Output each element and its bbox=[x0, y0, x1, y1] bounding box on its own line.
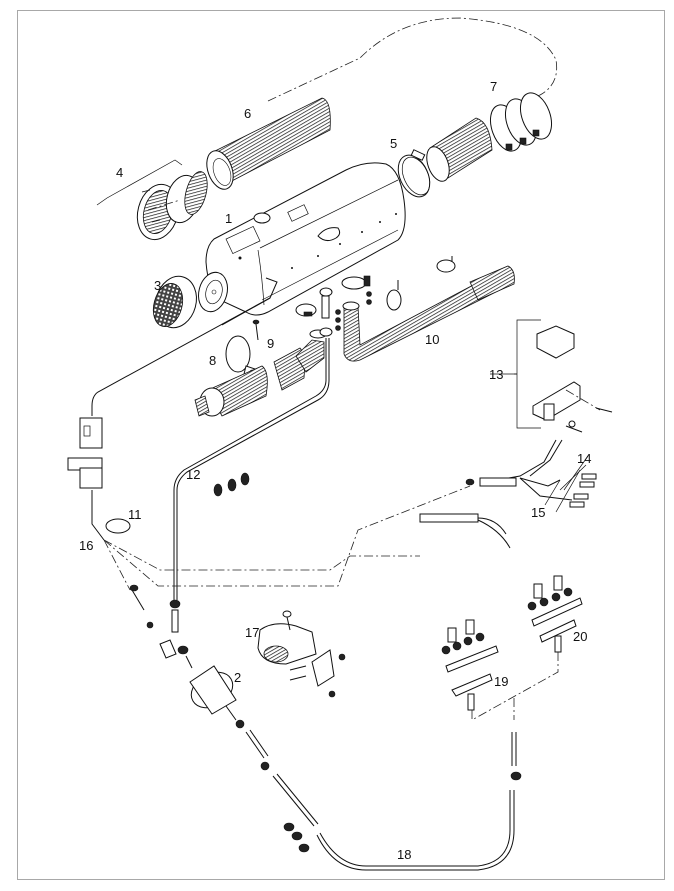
callout-5: 5 bbox=[390, 136, 397, 151]
pump-mounting-bracket-part[interactable] bbox=[257, 610, 346, 698]
heater-cable bbox=[91, 297, 271, 416]
clamps-and-nuts-part[interactable] bbox=[295, 256, 456, 337]
power-cable-part[interactable] bbox=[419, 513, 511, 549]
callout-17: 17 bbox=[245, 625, 259, 640]
wiring-harness-part[interactable] bbox=[91, 490, 105, 541]
callout-13: 13 bbox=[489, 367, 503, 382]
callout-leaders bbox=[490, 373, 587, 506]
duct-clamps-part[interactable] bbox=[485, 89, 558, 156]
callout-18: 18 bbox=[397, 847, 411, 862]
callout-4: 4 bbox=[116, 165, 123, 180]
fuel-line-part[interactable] bbox=[173, 338, 327, 600]
air-outlet-vent-part[interactable] bbox=[96, 159, 211, 244]
callout-7: 7 bbox=[490, 79, 497, 94]
t-connector-kit-b-part[interactable] bbox=[471, 575, 583, 721]
fuel-pump-part[interactable] bbox=[177, 645, 245, 729]
fuel-line-clips[interactable] bbox=[213, 472, 250, 497]
callout-2: 2 bbox=[234, 670, 241, 685]
t-connector-kit-a-part[interactable] bbox=[441, 619, 499, 720]
callout-19: 19 bbox=[494, 674, 508, 689]
callout-15: 15 bbox=[531, 505, 545, 520]
fuel-filter-part[interactable] bbox=[129, 584, 181, 659]
exhaust-pipe-part[interactable] bbox=[342, 265, 515, 362]
callout-11: 11 bbox=[128, 507, 142, 522]
callout-8: 8 bbox=[209, 353, 216, 368]
callout-16: 16 bbox=[79, 538, 93, 553]
diagram-frame bbox=[17, 10, 665, 880]
intake-grille-part[interactable] bbox=[149, 272, 202, 333]
callout-labels: 1 2 3 4 5 6 7 8 9 10 11 12 13 14 15 16 1… bbox=[79, 79, 591, 862]
fuel-hose-part[interactable] bbox=[245, 729, 522, 871]
callout-1: 1 bbox=[225, 211, 232, 226]
callout-9: 9 bbox=[267, 336, 274, 351]
callout-20: 20 bbox=[573, 629, 587, 644]
hose-clamp-part[interactable] bbox=[392, 149, 436, 202]
exhaust-silencer-part[interactable] bbox=[194, 329, 327, 417]
callout-14: 14 bbox=[577, 451, 591, 466]
harness-connector-part[interactable] bbox=[67, 417, 103, 489]
air-duct-part[interactable] bbox=[202, 97, 331, 193]
duct-routing-line bbox=[267, 17, 558, 111]
relay-fuse-holder-part[interactable] bbox=[514, 319, 613, 433]
grommet-ring-part[interactable] bbox=[105, 518, 131, 534]
cable-lugs-part[interactable] bbox=[465, 439, 597, 513]
heater-unit-part[interactable] bbox=[194, 162, 406, 326]
callout-12: 12 bbox=[186, 467, 200, 482]
callout-3: 3 bbox=[154, 278, 161, 293]
callout-6: 6 bbox=[244, 106, 251, 121]
callout-10: 10 bbox=[425, 332, 439, 347]
duct-section-part[interactable] bbox=[422, 117, 493, 184]
